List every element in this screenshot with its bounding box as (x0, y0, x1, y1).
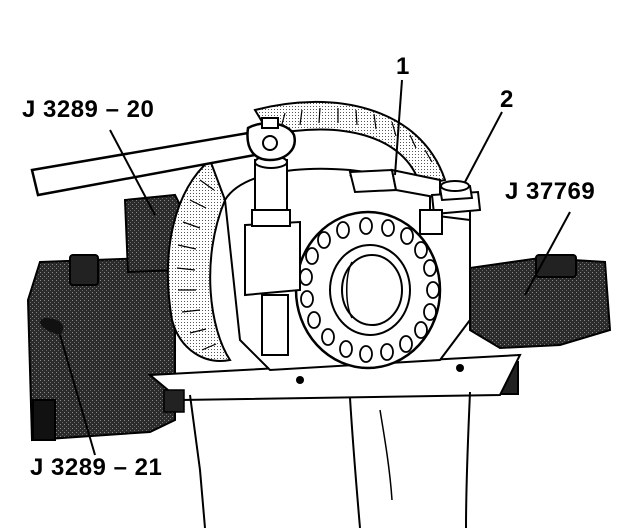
leader-lines (59, 79, 571, 456)
bearing-cap (294, 210, 442, 370)
handle-bar (30, 117, 296, 197)
cap-bolt (419, 180, 482, 235)
leader-item-1 (394, 79, 403, 176)
ring-gear (166, 100, 447, 362)
label-tool-j37769: J 37769 (505, 178, 596, 205)
leader-item-2 (464, 111, 503, 183)
leader-tool-20 (109, 129, 156, 216)
adjuster-nut (348, 168, 441, 200)
label-item-1: 1 (396, 53, 410, 80)
carrier-housing (147, 353, 522, 528)
label-item-2: 2 (500, 86, 514, 113)
left-fixture (26, 193, 187, 442)
label-tool-j3289-21: J 3289 – 21 (30, 454, 163, 481)
leader-tool-21 (59, 334, 96, 456)
label-tool-j3289-20: J 3289 – 20 (22, 96, 155, 123)
leader-tool-37769 (524, 211, 571, 296)
gauge-post (244, 155, 301, 356)
